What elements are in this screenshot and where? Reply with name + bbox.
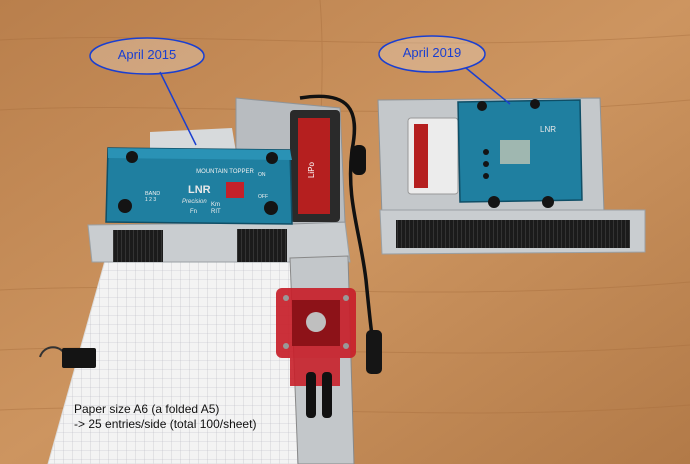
lcd-display (500, 140, 530, 164)
knob (488, 196, 500, 208)
band-label: BAND (145, 191, 160, 197)
led-display (226, 182, 244, 198)
velcro-strip-right (396, 220, 630, 248)
model-label: MOUNTAIN TOPPER (196, 169, 254, 175)
knob (118, 199, 132, 213)
panel-knobs (118, 151, 278, 215)
button (483, 149, 489, 155)
callout-pointer-right (465, 67, 511, 105)
button (483, 161, 489, 167)
knob (530, 99, 540, 109)
velcro-strip-left-a (113, 230, 163, 262)
knob (264, 201, 278, 215)
binder-clip (39, 346, 96, 368)
knob (126, 151, 138, 163)
paddle-right (322, 372, 332, 418)
battery-label: LiPo (307, 161, 316, 178)
paper-note-line2: -> 25 entries/side (total 100/sheet) (74, 417, 257, 431)
radio-left-front-panel (105, 147, 293, 225)
fn-label: Fn (190, 209, 197, 215)
paddle-left (306, 372, 316, 418)
rit-label: RIT (211, 209, 221, 215)
knob (477, 101, 487, 111)
callout-right-text: April 2019 (402, 45, 462, 60)
cw-paddle-key (276, 255, 356, 464)
on-label: ON (258, 172, 266, 178)
key-cable (299, 94, 378, 361)
brand-label-left: LNR (188, 184, 211, 196)
paper-note-line1: Paper size A6 (a folded A5) (74, 402, 220, 416)
knob (542, 196, 554, 208)
km-label: Km (211, 202, 220, 208)
button (483, 173, 489, 179)
cable-plug (366, 330, 382, 374)
callout-pointer-left (159, 71, 197, 146)
paper-note: Paper size A6 (a folded A5) -> 25 entrie… (74, 402, 304, 432)
brand-label-right: LNR (540, 125, 556, 134)
callout-left-text: April 2015 (117, 47, 177, 62)
band-values: 1 2 3 (145, 197, 156, 203)
callout-bubble-left (89, 37, 205, 75)
radio-left-2015: LiPo LNR Precision MOUNTAIN TOPPER BAND … (87, 97, 351, 263)
cable-inline-ferrite (352, 145, 366, 175)
radio-right-2019: LNR (377, 97, 646, 255)
velcro-strip-left-b (237, 229, 287, 262)
off-label: OFF (258, 194, 268, 200)
brand-sub-left: Precision (182, 199, 207, 205)
knob (266, 152, 278, 164)
callout-bubble-right (378, 35, 486, 73)
